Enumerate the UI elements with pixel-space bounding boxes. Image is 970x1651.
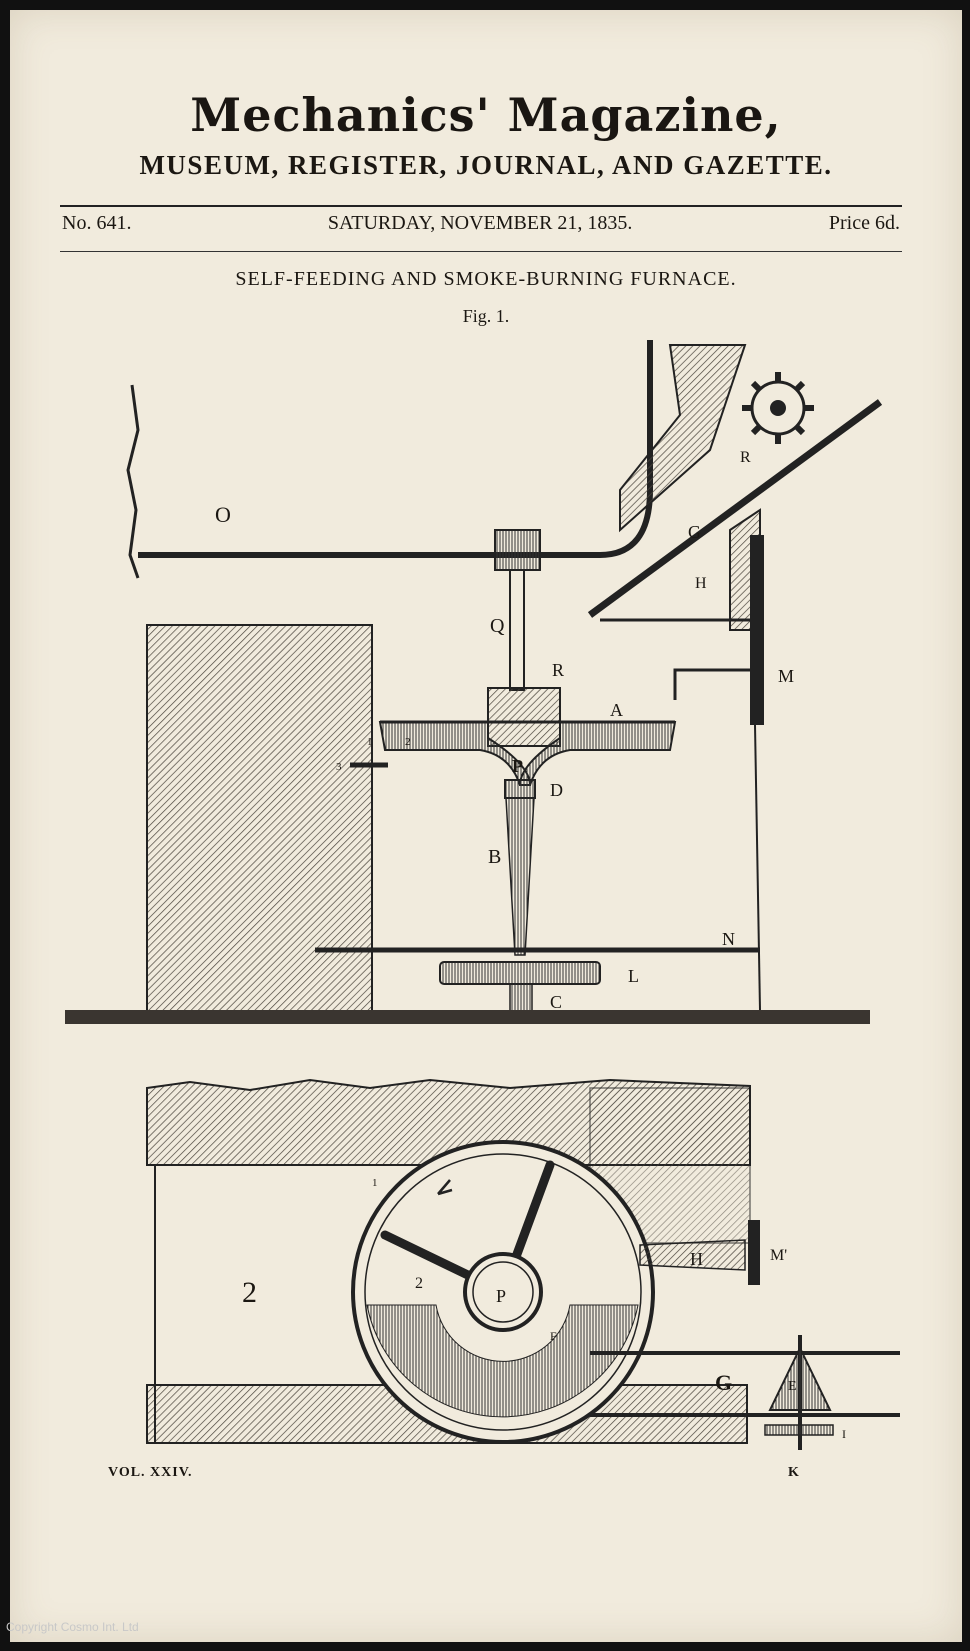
shaft-b xyxy=(505,797,535,956)
issue-date: SATURDAY, NOVEMBER 21, 1835. xyxy=(327,212,633,234)
ground xyxy=(65,1010,870,1024)
fig1-letter-g: G xyxy=(688,522,701,542)
fig1-letter-3: 3 xyxy=(336,761,342,773)
figure-2-grate-plan: 2 1 2 P F H M' G E I xyxy=(146,1078,900,1450)
shaft-q xyxy=(509,569,525,691)
issue-number: No. 641. xyxy=(62,212,132,234)
signature-mark: K xyxy=(788,1465,799,1480)
masthead-subtitle: MUSEUM, REGISTER, JOURNAL, AND GAZETTE. xyxy=(139,150,833,180)
rotation-arrow-icon xyxy=(437,1179,453,1196)
fig1-letter-m: M xyxy=(778,666,794,686)
collar-d xyxy=(504,779,536,799)
fig2-letter-m: M' xyxy=(770,1247,787,1264)
chamber-outline xyxy=(673,668,757,725)
flue-box-m xyxy=(748,1220,760,1285)
fig2-letter-2: 2 xyxy=(415,1275,423,1292)
fig2-letter-1: 1 xyxy=(372,1177,378,1189)
fig2-letter-p: P xyxy=(496,1286,506,1306)
figure-1-furnace-section: O R G H Q R M A 1 2 3 P D B N L C xyxy=(65,340,883,1024)
fig1-letter-h: H xyxy=(695,575,707,592)
bevel-e xyxy=(768,1345,832,1411)
issue-info-line: No. 641. SATURDAY, NOVEMBER 21, 1835. Pr… xyxy=(62,212,900,235)
fig2-letter-h: H xyxy=(690,1249,703,1269)
fig1-letter-1: 1 xyxy=(367,736,373,748)
fig1-letter-r-mid: R xyxy=(552,660,564,680)
fig2-letter-i: I xyxy=(842,1427,846,1441)
issue-price: Price 6d. xyxy=(828,212,900,234)
article-title: SELF-FEEDING AND SMOKE-BURNING FURNACE. xyxy=(235,268,737,290)
hub-p xyxy=(463,1252,543,1332)
fig2-letter-g: G xyxy=(715,1370,732,1395)
volume-number: VOL. XXIV. xyxy=(108,1465,193,1480)
bevel-wheel-l xyxy=(439,961,601,985)
hopper-wall xyxy=(619,344,747,533)
fig1-letter-l: L xyxy=(628,966,639,986)
flue-h-plan xyxy=(639,1239,746,1271)
grate-bars xyxy=(366,1304,639,1418)
left-wall-outline xyxy=(126,384,140,579)
copyright-notice: Copyright Cosmo Int. Ltd xyxy=(6,1620,139,1634)
fig1-letter-2: 2 xyxy=(405,736,411,748)
fig1-letter-d: D xyxy=(550,780,563,800)
figure-1-label: Fig. 1. xyxy=(462,306,510,326)
pulley xyxy=(494,529,541,571)
fig1-letter-b: B xyxy=(488,846,501,868)
fig2-number: 2 xyxy=(242,1276,257,1309)
feed-gear-icon xyxy=(742,372,814,444)
fig2-letter-e: E xyxy=(788,1379,797,1394)
fig2-letter-f: F xyxy=(550,1329,557,1343)
fig1-letter-n: N xyxy=(722,929,735,949)
fig1-letter-o: O xyxy=(215,502,231,527)
masthead-title: Mechanics' Magazine, xyxy=(190,88,782,142)
fig1-letter-q: Q xyxy=(490,615,505,637)
magazine-page: Mechanics' Magazine, MUSEUM, REGISTER, J… xyxy=(10,10,962,1642)
fig1-letter-a: A xyxy=(610,700,623,720)
fig1-letter-r-top: R xyxy=(740,449,751,466)
flue-box xyxy=(750,535,764,725)
feed-box xyxy=(487,687,561,747)
top-rule xyxy=(60,205,902,207)
brickwork-block xyxy=(146,624,373,1016)
wheel-i xyxy=(764,1424,834,1436)
fig1-letter-c: C xyxy=(550,992,562,1012)
footstep-c xyxy=(509,983,533,1015)
bottom-rule xyxy=(60,251,902,252)
inclined-chute xyxy=(587,399,883,618)
fig1-letter-p: P xyxy=(512,756,523,776)
